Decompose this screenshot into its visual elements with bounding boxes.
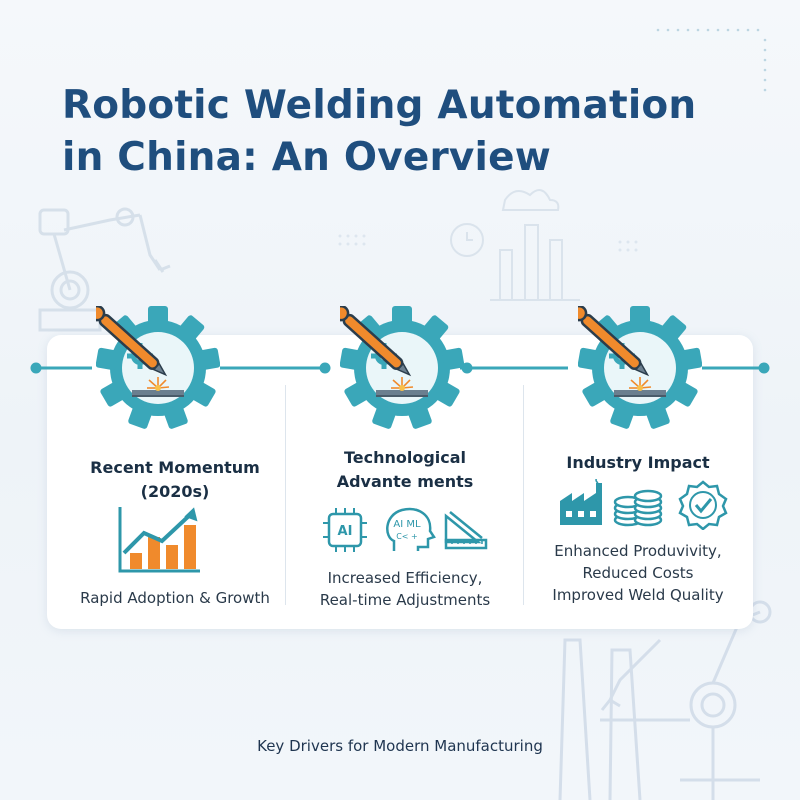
factory-icon xyxy=(560,479,602,525)
ruler-triangle-icon xyxy=(444,511,488,550)
text-line: Improved Weld Quality xyxy=(552,586,724,604)
text-line: Reduced Costs xyxy=(582,564,694,582)
column-heading-recent-momentum: Recent Momentum (2020s) xyxy=(60,456,290,504)
welding-gear-icon xyxy=(578,306,702,430)
text-line: Real-time Adjustments xyxy=(319,591,491,609)
ai-chip-icon: AI xyxy=(323,508,367,552)
welding-gear-icon xyxy=(340,306,464,430)
head-label-bottom: C< + xyxy=(396,532,418,541)
column-text-technological: Increased Efficiency, Real-time Adjustme… xyxy=(290,567,520,611)
heading-line: Recent Momentum xyxy=(90,458,260,477)
ai-ml-head-icon: AI ML C< + xyxy=(386,507,436,551)
quality-badge-icon xyxy=(678,480,728,530)
column-text-industry-impact: Enhanced Produvivity, Reduced Costs Impr… xyxy=(528,540,748,606)
column-heading-technological: Technological Advante ments xyxy=(290,446,520,494)
column-heading-industry-impact: Industry Impact xyxy=(528,451,748,475)
heading-line: Technological xyxy=(343,448,467,467)
heading-line: (2020s) xyxy=(140,482,210,501)
title-line-1: Robotic Welding Automation xyxy=(62,83,697,128)
text-line: Rapid Adoption & Growth xyxy=(80,589,270,607)
chip-label: AI xyxy=(338,524,353,539)
column-divider xyxy=(285,385,286,605)
title-line-2: in China: An Overview xyxy=(62,135,551,180)
text-line: Enhanced Produvivity, xyxy=(554,542,722,560)
coins-icon xyxy=(613,489,663,527)
column-divider xyxy=(523,385,524,605)
welding-gear-icon xyxy=(96,306,220,430)
page-title: Robotic Welding Automation in China: An … xyxy=(62,80,696,184)
column-text-recent-momentum: Rapid Adoption & Growth xyxy=(60,587,290,609)
heading-line: Advante ments xyxy=(336,472,474,491)
bar-chart-growth-icon xyxy=(118,507,200,573)
text-line: Increased Efficiency, xyxy=(327,569,483,587)
footer-caption: Key Drivers for Modern Manufacturing xyxy=(257,737,543,755)
heading-line: Industry Impact xyxy=(566,453,710,472)
head-label-top: AI ML xyxy=(393,519,421,530)
